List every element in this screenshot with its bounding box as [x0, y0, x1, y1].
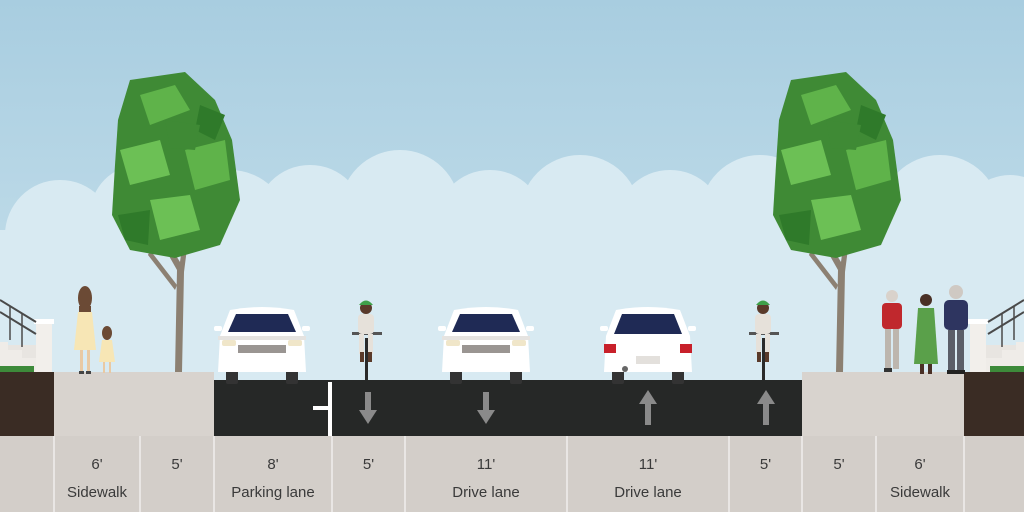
pedestrian-icon: [944, 285, 968, 374]
segment-bike-lane-left: 5': [332, 436, 405, 512]
segment-width: 8': [267, 456, 279, 473]
label-band: [0, 436, 1024, 512]
sidewalk-right: [802, 372, 964, 436]
roadway: [214, 380, 802, 436]
segment-name: Drive lane: [452, 484, 520, 501]
segment-width: 5': [171, 456, 183, 473]
segment-width: 5': [759, 456, 772, 473]
segment-width: 5': [833, 456, 845, 473]
lane-arrow-icon: [359, 392, 377, 424]
segment-width: 11': [476, 456, 496, 473]
sidewalk-left: [54, 372, 214, 436]
car-rear-icon: [600, 307, 696, 384]
segment-name: Drive lane: [614, 484, 682, 501]
pedestrian-icon: [914, 294, 938, 374]
car-front-icon: [438, 307, 534, 384]
segment-dividers: [53, 436, 965, 512]
segment-sidewalk-right: 6' Sidewalk: [876, 436, 964, 512]
segment-width: 11': [638, 456, 658, 473]
segment-drive-lane-right: 11' Drive lane: [567, 436, 729, 512]
segment-parking-lane: 8' Parking lane: [214, 436, 332, 512]
segment-name: Parking lane: [231, 484, 315, 501]
segment-width: 6': [91, 456, 103, 473]
stair-railing-icon: [968, 299, 1024, 373]
segment-name: Sidewalk: [66, 484, 128, 501]
segment-drive-lane-left: 11' Drive lane: [405, 436, 567, 512]
tree-icon: [773, 72, 901, 372]
cyclist-icon: [749, 300, 779, 380]
pedestrian-icon: [99, 326, 115, 373]
segment-buffer-right: 5': [802, 436, 876, 512]
tree-icon: [112, 72, 240, 372]
segment-bike-lane-right: 5': [729, 436, 802, 512]
segment-width: 5': [362, 456, 375, 473]
parking-lane-marking: [313, 382, 332, 436]
car-front-icon: [214, 307, 310, 384]
segment-sidewalk-left: 6' Sidewalk: [54, 436, 140, 512]
segment-width: 6': [914, 456, 926, 473]
segment-name: Sidewalk: [889, 484, 951, 501]
stair-railing-icon: [0, 299, 54, 373]
pedestrian-icon: [74, 286, 96, 374]
soil-right: [964, 372, 1024, 436]
cyclist-icon: [352, 300, 382, 380]
lane-arrow-icon: [757, 390, 775, 425]
lane-arrow-icon: [477, 392, 495, 424]
lane-arrow-icon: [639, 390, 657, 425]
pedestrian-icon: [882, 290, 902, 372]
soil-left: [0, 372, 54, 436]
segment-buffer-left: 5': [140, 436, 214, 512]
